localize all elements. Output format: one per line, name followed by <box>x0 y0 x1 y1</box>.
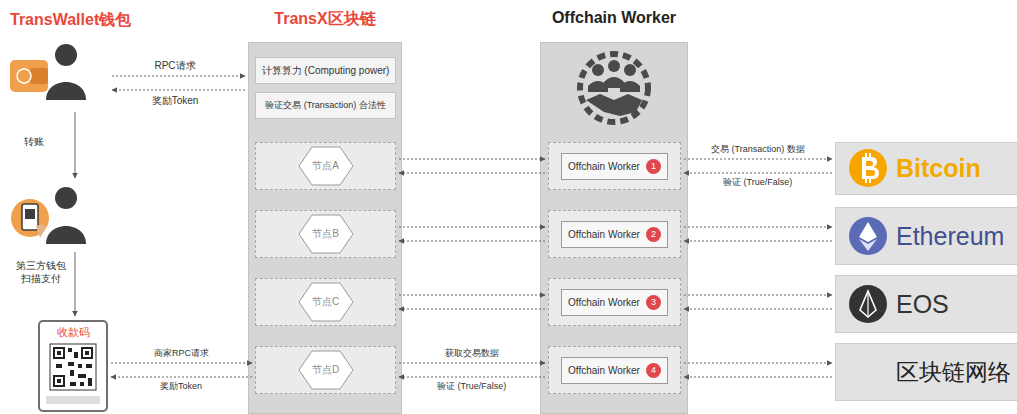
dotted-connector <box>684 159 832 160</box>
dotted-connector <box>399 377 545 378</box>
worker-label: Offchain Worker <box>568 161 640 172</box>
eos-icon <box>849 285 887 323</box>
callout-number: 2 <box>646 227 661 242</box>
hexagon-outline <box>299 215 353 253</box>
free-label: 奖励Token <box>140 95 210 108</box>
dotted-connector <box>111 363 252 364</box>
box-node: 验证交易 (Transaction) 合法性 <box>255 92 396 119</box>
dotted-connector <box>684 227 832 228</box>
worker-label: Offchain Worker <box>568 365 640 376</box>
ow-node: Offchain Worker 4 <box>548 346 681 394</box>
dotted-connector <box>399 363 545 364</box>
free-label: TransWallet钱包 <box>10 10 210 30</box>
dotted-connector <box>111 377 252 378</box>
column-heading: Offchain Worker <box>541 9 687 27</box>
dotted-connector <box>399 159 545 160</box>
qr-code <box>46 344 100 404</box>
hexagon-outline <box>299 147 353 185</box>
chain-name: Bitcoin <box>896 154 981 183</box>
ow-node: Offchain Worker 2 <box>548 210 681 258</box>
dotted-connector <box>684 377 832 378</box>
callout-number: 1 <box>646 159 661 174</box>
chain-name: 区块链网络 <box>896 357 1011 388</box>
dotted-connector <box>399 173 545 174</box>
chain-node: 区块链网络 <box>835 343 1017 401</box>
chain-name: Ethereum <box>896 222 1004 251</box>
rpc-arrow <box>112 76 245 77</box>
dotted-connector <box>684 309 832 310</box>
ethereum-icon <box>849 217 887 255</box>
worker-box: Offchain Worker 4 <box>561 357 668 384</box>
dotted-connector <box>684 363 832 364</box>
qr-title: 收款码 <box>40 322 106 340</box>
node-name: 节点C <box>312 295 339 309</box>
column-heading: TransX区块链 <box>249 9 401 30</box>
box-node: 计算算力 (Computing power) <box>255 57 396 84</box>
node-name: 节点D <box>312 363 339 377</box>
dotted-connector <box>684 295 832 296</box>
worker-label: Offchain Worker <box>568 229 640 240</box>
dotted-connector <box>399 227 545 228</box>
transfer-arrow <box>75 112 76 178</box>
edge-label: 交易 (Transaction) 数据 <box>710 144 806 155</box>
ow-node: Offchain Worker 3 <box>548 278 681 326</box>
worker-label: Offchain Worker <box>568 297 640 308</box>
scan-arrow <box>75 252 76 316</box>
callout-number: 4 <box>646 363 661 378</box>
worker-box: Offchain Worker 3 <box>561 289 668 316</box>
band-node: TransX区块链计算算力 (Computing power)验证交易 (Tra… <box>248 42 402 414</box>
ow-node: Offchain Worker 1 <box>548 142 681 190</box>
callout-number: 3 <box>646 295 661 310</box>
edge-label: 验证 (True/False) <box>436 381 507 392</box>
wallet-user-icon <box>10 44 86 100</box>
edge-label: 验证 (True/False) <box>722 177 793 188</box>
scanner-user-icon <box>11 187 86 244</box>
hex-node: 节点C <box>255 278 396 326</box>
process-label: 验证交易 (Transaction) 合法性 <box>265 99 386 112</box>
hex-node: 节点B <box>255 210 396 258</box>
edge-label: 获取交易数据 <box>444 348 500 359</box>
reward-arrow <box>112 90 245 91</box>
bitcoin-icon <box>849 149 887 187</box>
free-label: RPC请求 <box>140 60 210 73</box>
dotted-connector <box>399 309 545 310</box>
dotted-connector <box>684 173 832 174</box>
chain-name: EOS <box>896 290 949 319</box>
edge-label: 奖励Token <box>159 381 203 392</box>
worker-box: Offchain Worker 2 <box>561 221 668 248</box>
edge-label: 商家RPC请求 <box>153 348 210 359</box>
hex-node: 节点A <box>255 142 396 190</box>
free-label: 第三方钱包 扫描支付 <box>12 260 70 285</box>
free-label: 转账 <box>24 136 64 149</box>
hexagon-outline <box>299 283 353 321</box>
offchain-handshake-icon <box>580 54 648 122</box>
dotted-connector <box>399 241 545 242</box>
node-name: 节点B <box>312 227 339 241</box>
worker-box: Offchain Worker 1 <box>561 153 668 180</box>
node-name: 节点A <box>312 159 339 173</box>
hexagon-outline <box>299 351 353 389</box>
dotted-connector <box>399 295 545 296</box>
process-label: 计算算力 (Computing power) <box>262 64 390 78</box>
dotted-connector <box>684 241 832 242</box>
hex-node: 节点D <box>255 346 396 394</box>
